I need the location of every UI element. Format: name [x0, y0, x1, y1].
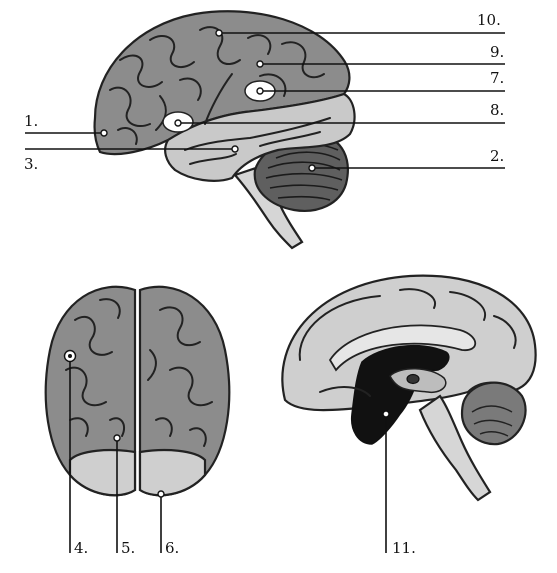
- gyri-dark: [109, 26, 325, 145]
- label-7: 7.: [490, 69, 504, 87]
- gyri-temporal: [184, 117, 331, 165]
- cerebellum-sagittal: [460, 381, 527, 446]
- occipital-left-top: [68, 448, 137, 497]
- label-11: 11.: [392, 539, 416, 557]
- label-9: 9.: [490, 43, 504, 61]
- brainstem-sagittal: [418, 394, 492, 502]
- superior-brain-view: [44, 285, 231, 497]
- label-leaders: [25, 29, 505, 553]
- labels: 10. 9. 7. 8. 2. 1. 3. 4. 5. 6. 11.: [24, 11, 504, 557]
- label-8: 8.: [490, 101, 504, 119]
- label-4: 4.: [74, 539, 88, 557]
- sagittal-brain-view: [281, 274, 537, 502]
- corpus-callosum: [328, 324, 477, 372]
- thalamic-nucleus: [406, 373, 420, 385]
- arbor-vitae: [471, 405, 513, 437]
- lateral-brain-view: [93, 10, 356, 250]
- label-3: 3.: [24, 155, 38, 173]
- label-6: 6.: [165, 539, 179, 557]
- label-10: 10.: [477, 11, 501, 29]
- gyri-top: [65, 298, 213, 447]
- gyri-medial: [298, 288, 517, 397]
- label-5: 5.: [121, 539, 135, 557]
- label-2: 2.: [490, 147, 504, 165]
- occipital-right-top: [138, 448, 207, 497]
- label-1: 1.: [24, 112, 38, 130]
